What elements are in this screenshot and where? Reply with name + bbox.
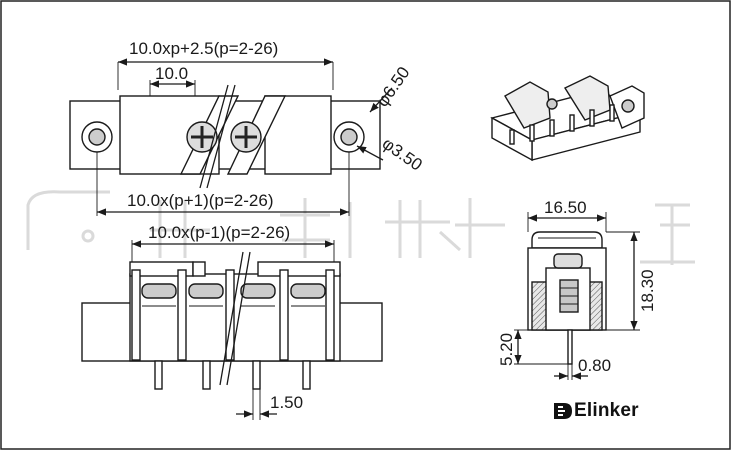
top-screw-2 bbox=[230, 121, 262, 153]
dim-pin-length: 5.20 bbox=[497, 333, 516, 366]
front-dividers bbox=[131, 269, 335, 361]
dim-pin-width: 1.50 bbox=[270, 393, 303, 412]
front-cover-mid bbox=[192, 261, 206, 277]
top-view bbox=[69, 58, 393, 216]
front-break-line-2 bbox=[226, 251, 251, 386]
dim-front-width: 10.0x(p-1)(p=2-26) bbox=[148, 223, 290, 242]
front-clamp-1 bbox=[141, 283, 177, 299]
dim-top-pitch: 10.0 bbox=[155, 64, 188, 83]
brand-mark-icon bbox=[554, 403, 572, 419]
front-pin-4 bbox=[302, 360, 311, 390]
dim-side-width: 16.50 bbox=[544, 198, 587, 217]
top-screw-1 bbox=[186, 121, 218, 153]
left-mount-hole bbox=[81, 121, 113, 153]
front-view bbox=[81, 240, 383, 420]
dim-mount-hole-inner: φ3.50 bbox=[379, 134, 426, 175]
side-view bbox=[514, 212, 640, 380]
front-break-line-1 bbox=[219, 251, 244, 386]
dim-side-height: 18.30 bbox=[638, 269, 657, 312]
side-screw-head bbox=[553, 253, 583, 269]
dim-mount-hole-outer: φ6.50 bbox=[373, 63, 414, 110]
front-pin-2 bbox=[202, 360, 211, 390]
side-cover bbox=[531, 231, 603, 249]
front-cover-right bbox=[257, 261, 341, 277]
side-pin bbox=[567, 329, 573, 365]
top-break-line-2 bbox=[206, 84, 236, 189]
isometric-view bbox=[490, 75, 645, 162]
right-mount-hole bbox=[333, 121, 365, 153]
iso-cover-right bbox=[563, 75, 611, 121]
top-break-line-1 bbox=[199, 84, 229, 189]
front-clamp-2 bbox=[188, 283, 224, 299]
front-pin-1 bbox=[154, 360, 163, 390]
brand-logo: Elinker bbox=[552, 399, 639, 423]
dim-mid-width: 10.0x(p+1)(p=2-26) bbox=[127, 191, 273, 210]
front-pin-3 bbox=[252, 360, 261, 390]
dim-pin-thickness: 0.80 bbox=[578, 356, 611, 375]
front-clamp-3 bbox=[240, 283, 276, 299]
brand-name: Elinker bbox=[574, 400, 639, 421]
front-clamp-4 bbox=[290, 283, 326, 299]
iso-pins bbox=[509, 104, 615, 145]
dim-top-total: 10.0xp+2.5(p=2-26) bbox=[129, 39, 278, 58]
